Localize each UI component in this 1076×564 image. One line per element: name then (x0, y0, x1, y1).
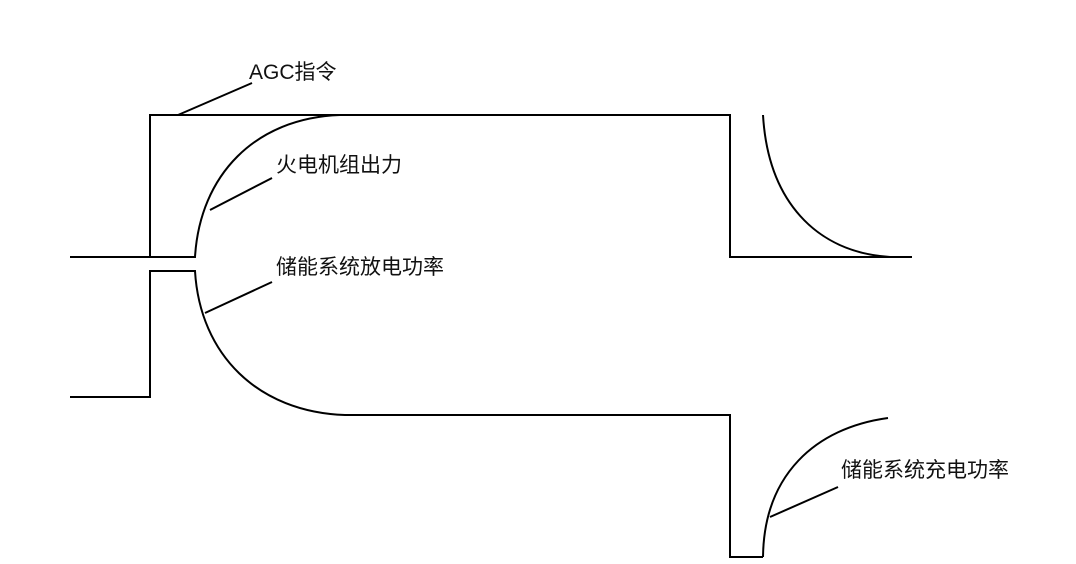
storage-charge-label: 储能系统充电功率 (841, 459, 1009, 482)
thermal-leader-line (209, 177, 273, 211)
storage-power-curve (70, 270, 763, 558)
charge-leader-line (769, 486, 839, 518)
discharge-leader-line (204, 281, 273, 314)
agc-command-curve (70, 114, 912, 258)
thermal-output-fall-curve (762, 114, 891, 258)
thermal-output-label: 火电机组出力 (276, 154, 402, 177)
agc-command-label: AGC指令 (249, 61, 337, 84)
agc-leader-line (177, 82, 253, 116)
storage-discharge-label: 储能系统放电功率 (276, 256, 444, 279)
thermal-output-rise-curve (150, 114, 341, 258)
storage-charge-recovery-curve (762, 417, 889, 558)
